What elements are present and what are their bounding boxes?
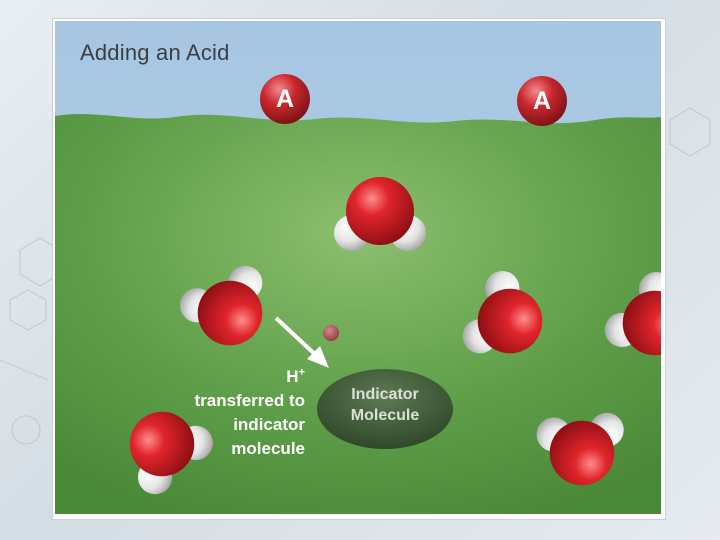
indicator-label-line2: Molecule bbox=[350, 407, 420, 424]
annotation-line2: indicator bbox=[233, 415, 305, 434]
annotation-line3: molecule bbox=[231, 439, 305, 458]
slide-title: Adding an Acid bbox=[80, 40, 230, 65]
transfer-arrow bbox=[274, 316, 329, 368]
acid-scene: Adding an Acid A A Indicator Molecule H+… bbox=[55, 21, 661, 514]
acid-molecule-2 bbox=[517, 76, 567, 126]
acid-label: A bbox=[275, 85, 295, 113]
indicator-label: Indicator Molecule bbox=[325, 384, 445, 426]
solution-surface bbox=[55, 114, 661, 514]
acid-label: A bbox=[532, 87, 552, 115]
transfer-annotation: H+ transferred to indicator molecule bbox=[165, 365, 305, 461]
indicator-molecule bbox=[317, 369, 453, 449]
annotation-ion: H+ bbox=[165, 365, 305, 389]
proton bbox=[323, 325, 339, 341]
scene-illustration bbox=[55, 21, 661, 514]
annotation-line1: transferred to bbox=[194, 391, 305, 410]
ion-symbol: H bbox=[286, 367, 299, 386]
acid-molecule-1 bbox=[260, 74, 310, 124]
indicator-label-line1: Indicator bbox=[351, 386, 419, 403]
ion-charge: + bbox=[298, 366, 305, 379]
